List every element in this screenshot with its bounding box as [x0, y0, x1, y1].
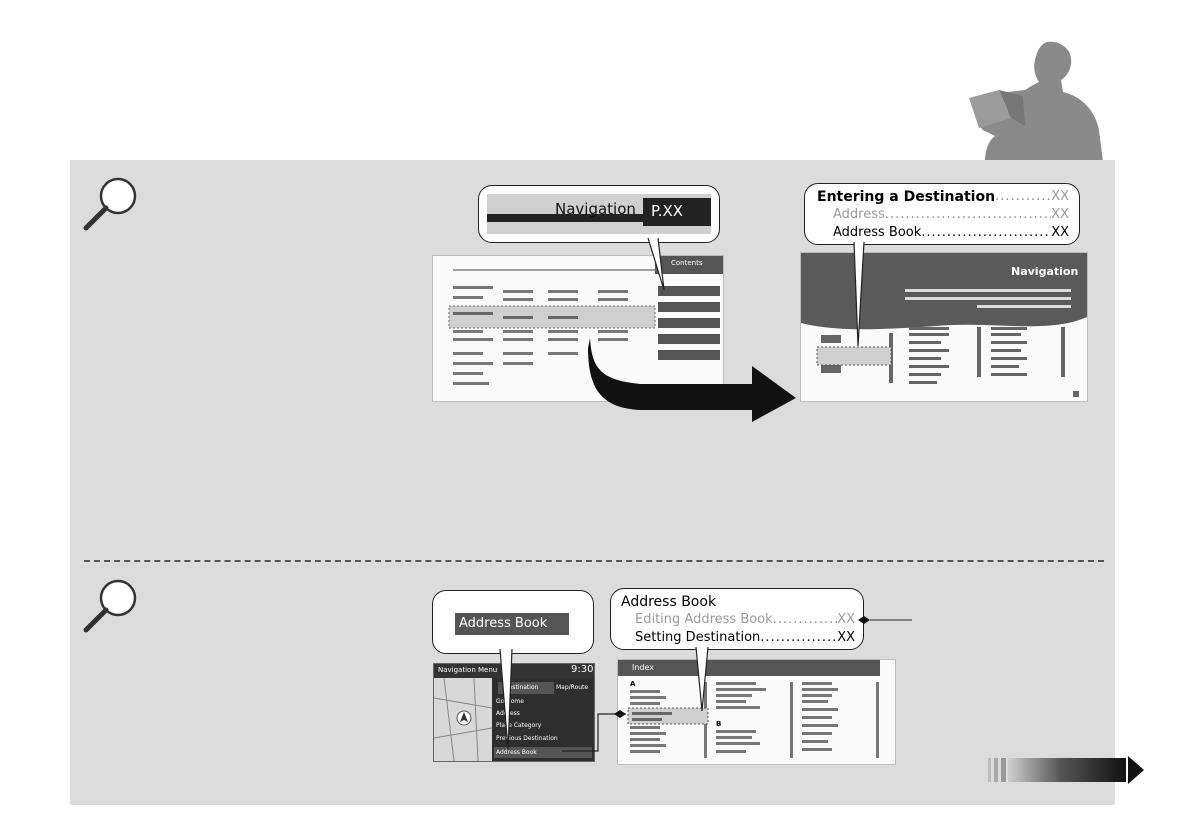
screen-button-label: Address Book — [459, 616, 548, 631]
chapter-page: Navigation — [800, 252, 1088, 402]
toc-callout: Entering a Destination .................… — [804, 183, 1080, 245]
index-item: Setting Destination ....................… — [635, 630, 855, 645]
index-page-header: Index — [632, 663, 655, 672]
index-heading: Address Book — [621, 594, 717, 610]
section-divider — [84, 560, 1104, 562]
nav-menu-item[interactable]: Place Category — [496, 722, 542, 729]
toc-item: Address ................................… — [833, 207, 1069, 222]
magnifier-icon — [82, 176, 152, 246]
contents-page: Contents — [432, 255, 724, 402]
index-letter: B — [716, 720, 722, 728]
nav-screen-title: Navigation Menu — [438, 666, 498, 674]
toc-item: Address Book ...........................… — [833, 225, 1069, 240]
screen-button-callout: Address Book — [432, 590, 594, 654]
chapter-header-title: Navigation — [555, 200, 636, 218]
toc-heading: Entering a Destination .................… — [817, 189, 1069, 205]
nav-screen-time: 9:30 — [571, 664, 594, 675]
nav-menu-item[interactable]: Previous Destination — [496, 735, 558, 742]
index-callout: Address Book Editing Address Book ......… — [610, 588, 864, 650]
arrow-icon — [588, 338, 796, 422]
chapter-header-page: P.XX — [651, 202, 684, 220]
nav-tab-map-route[interactable]: Map/Route — [556, 684, 589, 691]
chapter-page-title: Navigation — [1011, 265, 1079, 278]
index-item: Editing Address Book ...................… — [635, 612, 855, 627]
index-letter: A — [630, 680, 636, 688]
person-reading-icon — [965, 40, 1105, 163]
index-page: Index A B — [617, 659, 896, 765]
nav-tab-destination[interactable]: Destination — [504, 684, 539, 691]
next-page-arrow-icon[interactable] — [988, 754, 1146, 786]
contents-tab-label: Contents — [671, 259, 703, 267]
connector-line — [562, 710, 626, 752]
pointer-line — [858, 616, 912, 624]
magnifier-icon — [82, 578, 152, 648]
chapter-header-callout: Navigation P.XX — [478, 185, 720, 243]
nav-menu-item-address-book[interactable]: Address Book — [496, 749, 537, 756]
